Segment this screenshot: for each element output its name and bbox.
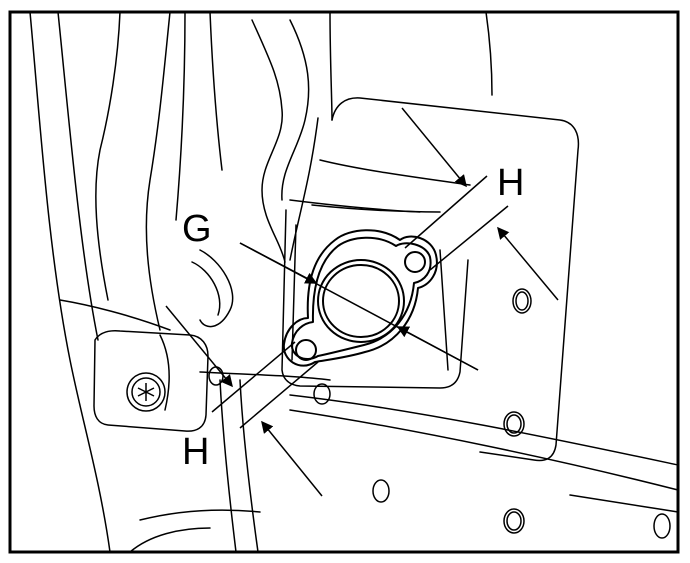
- panel-holes: [208, 288, 671, 539]
- frame-border: [8, 10, 680, 554]
- callout-h-bottom-label: H: [182, 431, 210, 473]
- flange-gasket: [282, 229, 438, 367]
- vehicle-body-panels: [29, 11, 679, 553]
- dimension-lines: [165, 107, 559, 497]
- callout-h-top-label: H: [497, 162, 525, 204]
- callout-g-label: G: [182, 208, 212, 250]
- screw-head-icon: [126, 372, 166, 412]
